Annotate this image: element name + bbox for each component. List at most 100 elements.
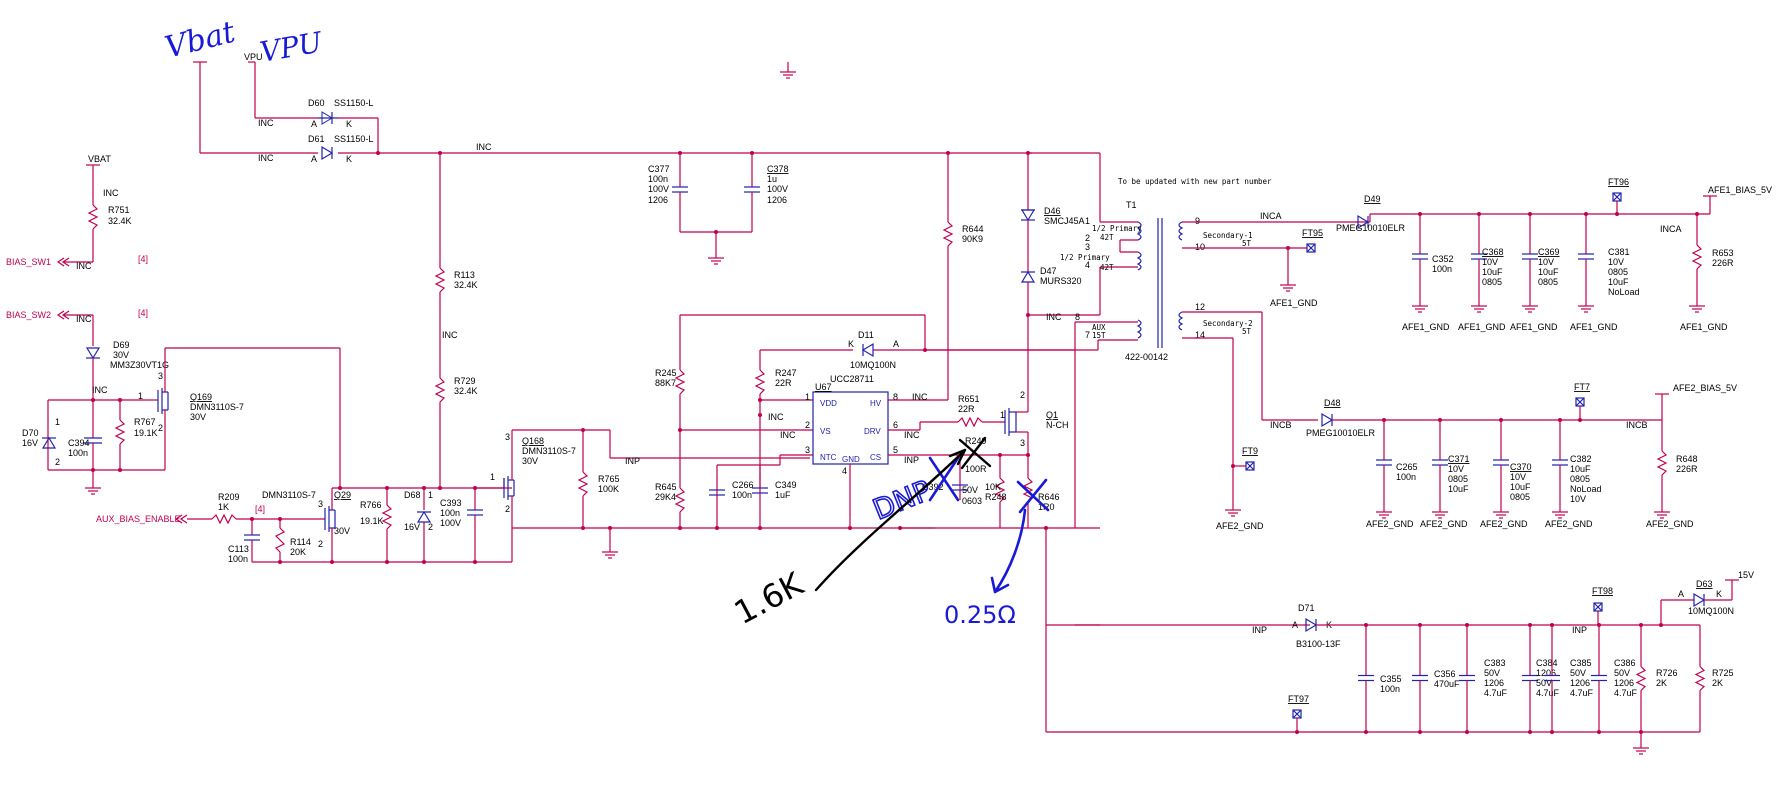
inc-label-6: INC: [76, 314, 92, 324]
t1-secondary1: Secondary-1: [1203, 231, 1253, 240]
afe2-bias-label: AFE2_BIAS_5V: [1673, 383, 1737, 393]
inc-label-4: INC: [103, 188, 119, 198]
d63-ref: D63: [1696, 579, 1713, 589]
vbat-label: VBAT: [88, 154, 111, 164]
hand-dnp: DNP: [868, 474, 935, 527]
diode-d60: D60 SS1150-L A K: [308, 98, 373, 129]
bias-sw2-label: BIAS_SW2: [6, 310, 51, 320]
d61-val: SS1150-L: [334, 134, 373, 144]
c355-val: 100n: [1380, 684, 1400, 694]
d69-val: 30V: [113, 350, 129, 360]
r644-val: 90K9: [962, 234, 983, 244]
c370-ref: C370: [1510, 462, 1532, 472]
c381-val2: 0805: [1608, 267, 1628, 277]
inc-label-7: INC: [92, 385, 108, 395]
u67-ref: U67: [815, 382, 832, 392]
r765-val: 100K: [598, 484, 619, 494]
c384-val3: 4.7uF: [1536, 688, 1560, 698]
inc-label-11: INC: [912, 392, 928, 402]
r726-body: [1635, 666, 1647, 691]
c385-val: 50V: [1570, 668, 1586, 678]
c385-val2: 1206: [1570, 678, 1590, 688]
t1-p3: 3: [1085, 242, 1090, 252]
d48-ref: D48: [1324, 398, 1341, 408]
d61-pin-a: A: [311, 154, 317, 164]
u67-pin-cs: CS: [870, 453, 881, 462]
r113-ref: R113: [454, 270, 475, 280]
d68-val: 16V: [404, 522, 420, 532]
r247-ref: R247: [775, 368, 797, 378]
u67-pin-vdd: VDD: [820, 399, 837, 408]
c378-val3: 1206: [767, 195, 787, 205]
q169-pin2: 2: [158, 423, 163, 433]
c371-val: 10V: [1448, 464, 1464, 474]
q168-val2: 30V: [522, 456, 538, 466]
inc-label-8: INC: [442, 330, 458, 340]
r751-ref: R751: [108, 205, 130, 215]
r726-ref: R726: [1656, 668, 1678, 678]
c265-ref: C265: [1396, 462, 1418, 472]
r645-ref: R645: [655, 482, 677, 492]
inc-label-2: INC: [258, 153, 274, 163]
r767-val: 19.1K: [134, 428, 158, 438]
d11-pin-k: K: [848, 339, 854, 349]
hand-cross-r646: [1016, 478, 1050, 514]
u67-n5: 5: [893, 445, 898, 455]
t1-p10: 10: [1195, 242, 1205, 252]
q168-pin1: 1: [490, 472, 495, 482]
inc-label-5: INC: [76, 261, 92, 271]
afe1-gnd-r653: AFE1_GND: [1680, 322, 1728, 332]
r114-val: 20K: [290, 547, 306, 557]
c371-ref: C371: [1448, 454, 1470, 464]
t1-primary2: 1/2 Primary: [1060, 253, 1110, 262]
inp-label-4: INP: [1572, 625, 1587, 635]
c377-val3: 1206: [648, 195, 668, 205]
hand-ohm: 0.25Ω: [944, 601, 1016, 629]
afe1-gnd-c381: AFE1_GND: [1570, 322, 1618, 332]
c381-val4: NoLoad: [1608, 287, 1640, 297]
r646-ref: R646: [1038, 492, 1060, 502]
inc-label-9: INC: [768, 412, 784, 422]
ft7-ref: FT7: [1574, 382, 1590, 392]
c392-val: 50V: [962, 485, 978, 495]
r653-body: [1691, 244, 1703, 270]
c392-ref: C392: [922, 482, 944, 492]
t1-turns-s1: 5T: [1242, 239, 1252, 248]
c381-val3: 10uF: [1608, 277, 1629, 287]
input-caps: C377 100n 100V 1206 C378 1u 100V 1206: [648, 153, 789, 265]
aux-bias-enable-label: AUX_BIAS_ENABLE: [96, 514, 181, 524]
q169-val: DMN3110S-7: [190, 402, 244, 412]
aux-bias-section: AUX_BIAS_ENABLE R209 1K [4] C113 100n R1…: [96, 153, 512, 564]
afe2-output: INCB FT9 AFE2_GND D48 PMEG10010ELR FT7: [1182, 311, 1737, 531]
c113-ref: C113: [228, 544, 249, 554]
t1-p2: 2: [1085, 233, 1090, 243]
afe1-gnd-label-1: AFE1_GND: [1270, 298, 1318, 308]
afe2-gnd-c371: AFE2_GND: [1420, 519, 1468, 529]
d69-val2: MM3Z30VT1G: [110, 360, 169, 370]
d11-pin-a: A: [893, 339, 899, 349]
d46-val: SMCJ45A: [1044, 216, 1085, 226]
afe1-gnd-c368: AFE1_GND: [1458, 322, 1506, 332]
d60-val: SS1150-L: [334, 98, 373, 108]
u67-pin-drv: DRV: [864, 427, 881, 436]
t1-p1: 1: [1085, 216, 1090, 226]
c382-val2: 0805: [1570, 474, 1590, 484]
ft98-ref: FT98: [1592, 586, 1613, 596]
r249-val: 100R: [965, 464, 987, 474]
c266-ref: C266: [732, 480, 754, 490]
d61-pin-k: K: [346, 154, 352, 164]
bias-sw-section: VBAT INC R751 32.4K BIAS_SW1 INC [4] BIA…: [6, 154, 341, 495]
q169-val2: 30V: [190, 412, 206, 422]
t1-p8: 8: [1075, 312, 1080, 322]
inp-label-2: INP: [904, 455, 919, 465]
hand-vbat: Vbat: [161, 14, 239, 65]
c383-ref: C383: [1484, 658, 1506, 668]
diode-d61: D61 SS1150-L A K: [308, 134, 373, 164]
inc-label-13: INC: [1046, 312, 1062, 322]
r767-ref: R767: [134, 417, 156, 427]
c382-val: 10uF: [1570, 464, 1591, 474]
r114-ref: R114: [290, 537, 311, 547]
r249-ref: R249: [965, 436, 987, 446]
bias-sw2-ref: [4]: [138, 308, 148, 318]
